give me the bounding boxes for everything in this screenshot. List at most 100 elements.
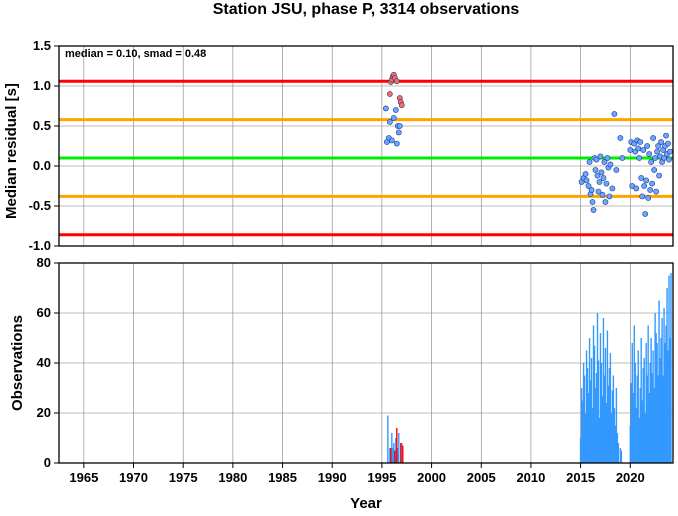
data-point [388, 137, 395, 144]
bar [590, 358, 593, 463]
y-tick-label: 20 [37, 405, 51, 420]
bar [656, 343, 658, 463]
bar [658, 300, 660, 463]
bar [668, 275, 670, 463]
bar [604, 348, 607, 463]
bar [642, 368, 644, 463]
data-point [627, 147, 634, 153]
data-point [386, 119, 393, 125]
data-point [641, 183, 648, 189]
data-point [588, 187, 595, 193]
data-point [652, 155, 659, 161]
bar [594, 388, 597, 463]
bar [599, 333, 602, 463]
y-tick-label: 0.5 [33, 118, 51, 133]
data-point [393, 78, 400, 85]
data-point [665, 140, 671, 147]
bar [661, 318, 663, 463]
data-point [646, 151, 653, 157]
data-point [603, 180, 610, 187]
bar [654, 313, 656, 463]
data-point [667, 148, 673, 155]
bar [392, 448, 394, 463]
data-point [590, 207, 597, 213]
bar [596, 313, 599, 463]
bottom-ylabel: Observations [9, 315, 26, 411]
x-tick-label: 1970 [119, 470, 148, 485]
data-point [598, 169, 605, 176]
bar [583, 375, 586, 463]
bar [665, 325, 667, 463]
y-tick-label: 0 [44, 455, 51, 470]
bar [659, 358, 661, 463]
bar [643, 358, 645, 463]
data-point [636, 155, 643, 161]
bar [601, 395, 604, 463]
data-point [600, 175, 607, 181]
x-tick-label: 2005 [467, 470, 496, 485]
data-point [599, 191, 606, 198]
bar [648, 393, 650, 463]
x-tick-label: 1980 [218, 470, 247, 485]
bar [398, 433, 400, 463]
data-point [597, 153, 604, 160]
bar [632, 393, 634, 463]
bar [631, 343, 633, 463]
bar [391, 433, 393, 463]
bar [580, 388, 583, 463]
bar [664, 343, 666, 463]
bar [637, 350, 639, 463]
data-point [635, 145, 642, 152]
chart-title: Station JSU, phase P, 3314 observations [213, 1, 520, 18]
bar [620, 450, 623, 463]
bar [592, 325, 595, 463]
bar [595, 373, 598, 463]
data-point [604, 155, 611, 161]
bar [396, 428, 398, 463]
data-point [609, 185, 616, 192]
bar [390, 448, 392, 463]
bar [402, 445, 404, 463]
bar [649, 363, 651, 463]
bar [633, 325, 635, 463]
data-point [396, 123, 403, 129]
data-point [613, 167, 620, 173]
x-tick-label: 1975 [169, 470, 198, 485]
bar [614, 425, 617, 463]
bar [657, 375, 659, 463]
bar [400, 443, 402, 463]
bar [639, 388, 641, 463]
plot-frame-bottom [58, 262, 674, 464]
data-point [390, 115, 397, 121]
bar [635, 408, 637, 463]
bar [584, 413, 587, 463]
x-tick-label: 1995 [367, 470, 396, 485]
bar [640, 338, 642, 463]
bar [589, 380, 592, 463]
bar [600, 363, 603, 463]
data-point [639, 193, 646, 200]
data-point [386, 91, 393, 97]
bar [603, 375, 606, 463]
data-point [638, 175, 645, 181]
bar [609, 353, 612, 463]
bar [655, 333, 657, 463]
plot-frame-top [58, 45, 674, 247]
bar [669, 338, 671, 463]
bar [387, 415, 389, 463]
data-point [645, 195, 652, 201]
bar [617, 443, 620, 463]
bar [634, 363, 636, 463]
data-point [649, 180, 656, 187]
bar [636, 375, 638, 463]
data-point [637, 139, 644, 145]
data-point [602, 199, 609, 205]
bar [401, 443, 403, 463]
bar [582, 363, 585, 463]
data-point [585, 183, 592, 189]
data-point [594, 172, 601, 179]
bar [613, 408, 616, 463]
